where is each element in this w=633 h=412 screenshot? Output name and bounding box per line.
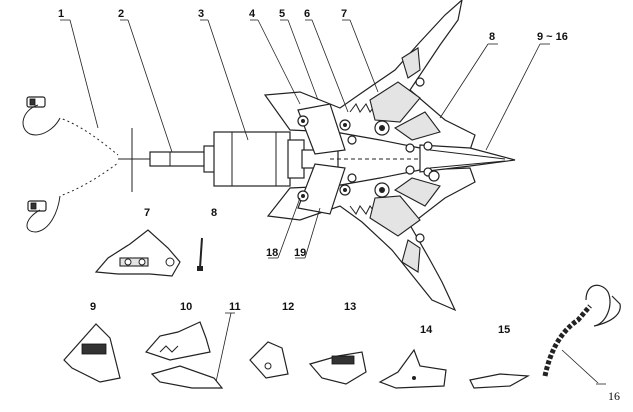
part-8-pin: 8: [197, 207, 217, 271]
part-15-blade-tip: 15: [469, 324, 531, 389]
part-13-label: 13: [344, 301, 356, 313]
callout-19: 19: [294, 247, 306, 259]
part-12-cutter: 12: [249, 301, 294, 379]
part-9-label: 9: [90, 301, 96, 313]
part-10-label: 10: [180, 301, 192, 313]
part-11-blade: 11: [150, 301, 241, 389]
part-11-label: 11: [229, 301, 241, 313]
callout-4: 4: [249, 8, 256, 20]
callout-7: 7: [341, 8, 347, 20]
part-16-label: 16: [608, 389, 620, 403]
callout-18: 18: [266, 247, 278, 259]
callout-1: 1: [58, 8, 64, 20]
part-14-tip: 14: [378, 324, 447, 389]
part-7-label: 7: [144, 207, 150, 219]
part-9-blade: 9: [63, 301, 121, 383]
part-16-chain-hook: 16: [542, 284, 621, 403]
callout-6: 6: [304, 8, 310, 20]
hydraulic-cylinder: [149, 131, 339, 187]
part-15-label: 15: [498, 324, 510, 336]
callout-labels: 1 2 3 4 5 6 7 8 9 ~ 16 18 19: [58, 8, 568, 259]
leader-lines: [60, 19, 606, 385]
part-13-serrated-blade: 13: [308, 301, 367, 385]
cutter-jaw-assembly: [263, 0, 516, 312]
callout-8: 8: [489, 31, 495, 43]
part-12-label: 12: [282, 301, 294, 313]
part-7-link-plate: 7: [94, 207, 181, 277]
callout-2: 2: [118, 8, 124, 20]
part-8-label: 8: [211, 207, 217, 219]
callout-5: 5: [279, 8, 285, 20]
part-10-jaw-tip: 10: [144, 301, 211, 361]
cable-harness: [22, 96, 152, 233]
callout-9-16: 9 ~ 16: [537, 31, 568, 43]
part-14-label: 14: [420, 324, 433, 336]
callout-3: 3: [198, 8, 204, 20]
